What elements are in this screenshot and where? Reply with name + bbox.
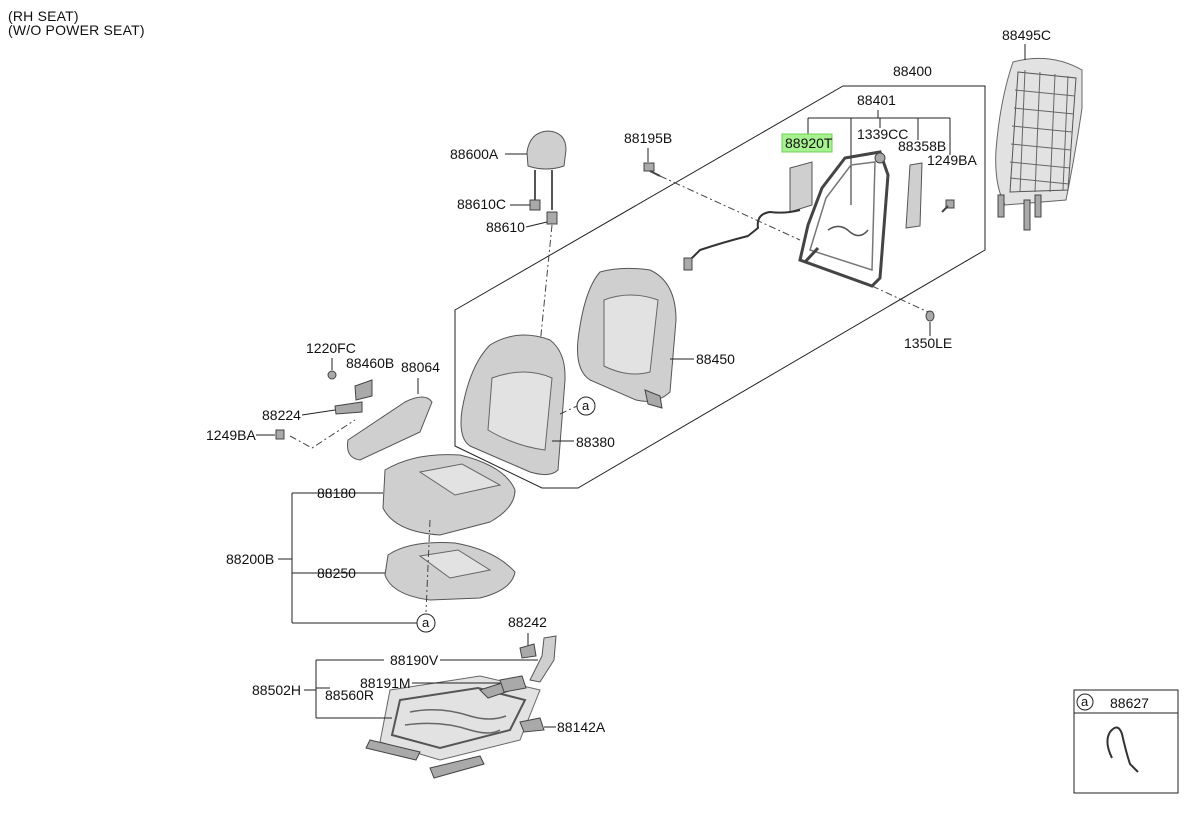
label-88191M: 88191M [360,675,411,691]
label-88401: 88401 [857,92,896,108]
label-1249BA-top: 1249BA [927,152,977,168]
ref-circle-a-back [576,396,596,416]
ref-circle-a-cushion-label: a [422,615,430,630]
label-88400: 88400 [893,63,932,79]
dash-cushion [425,519,431,613]
label-88190V: 88190V [390,652,439,668]
screw-1220FC[interactable] [327,370,337,380]
guide-88610[interactable] [546,211,558,225]
dash-88195B [659,175,801,241]
label-88460B: 88460B [346,355,394,371]
leader-88610 [525,221,548,228]
bracket-88200B [278,493,417,624]
label-88627: 88627 [1110,695,1149,711]
label-88495C: 88495C [1002,27,1051,43]
guide-88610C[interactable] [529,199,541,211]
label-88610C: 88610C [457,196,506,212]
bracket-88358B[interactable] [905,162,923,229]
label-88358B: 88358B [898,138,946,154]
cushion-cover-88180[interactable] [382,454,516,536]
label-88195B: 88195B [624,130,672,146]
seatback-frame[interactable] [798,150,890,288]
label-88560R: 88560R [325,687,374,703]
highlight-88920T [781,133,833,153]
bolt-1249BA-left[interactable] [275,429,285,440]
dash-circle-a-back [559,405,578,415]
assembly-88400-outline [454,85,986,489]
label-88250: 88250 [317,565,356,581]
dash-side-shield [289,419,356,449]
side-airbag-88920T[interactable] [683,161,813,271]
back-panel-88495C[interactable] [995,57,1083,231]
label-88450: 88450 [696,351,735,367]
leader-88224 [301,409,336,416]
shield-88064[interactable] [347,396,433,461]
label-88380: 88380 [576,434,615,450]
label-88224: 88224 [262,407,301,423]
back-pad-88450[interactable] [577,267,677,409]
label-1249BA-left: 1249BA [206,427,256,443]
note-rh-seat: (RH SEAT) [8,8,79,24]
label-88242: 88242 [508,614,547,630]
headrest-88600A[interactable] [526,130,567,210]
lever-88224[interactable] [334,401,363,415]
note-without-power-seat: (W/O POWER SEAT) [8,22,145,38]
label-1350LE: 1350LE [904,335,952,351]
label-1339CC: 1339CC [857,126,908,142]
bolt-1249BA-top[interactable] [941,199,955,213]
label-88064: 88064 [401,359,440,375]
ref-circle-a-back-label: a [582,398,590,413]
bolt-88195B[interactable] [643,162,661,177]
ref-circle-a-inset-label: a [1081,694,1089,709]
bracket-88142A[interactable] [519,717,545,733]
side-cover-88190V[interactable] [529,635,557,683]
back-cover-88380[interactable] [460,334,566,476]
label-88180: 88180 [317,485,356,501]
label-88502H: 88502H [252,682,301,698]
cushion-pad-88250[interactable] [384,542,516,601]
cover-88460B[interactable] [354,379,373,401]
seat-track-frame[interactable] [365,675,541,779]
label-88610: 88610 [486,219,525,235]
clip-1350LE[interactable] [925,310,935,322]
label-1220FC: 1220FC [306,340,356,356]
ref-circle-a-inset [1076,693,1094,711]
label-88142A: 88142A [557,719,606,735]
dash-1350LE [871,285,929,313]
ref-circle-a-cushion [416,613,436,633]
label-88200B: 88200B [226,551,274,567]
label-88600A: 88600A [450,146,499,162]
nut-1339CC[interactable] [874,152,886,164]
dash-headrest [539,224,553,346]
cover-88242[interactable] [519,643,537,659]
bracket-88401 [807,110,951,205]
label-88920T[interactable]: 88920T [785,135,833,151]
bracket-88502H [304,659,538,719]
